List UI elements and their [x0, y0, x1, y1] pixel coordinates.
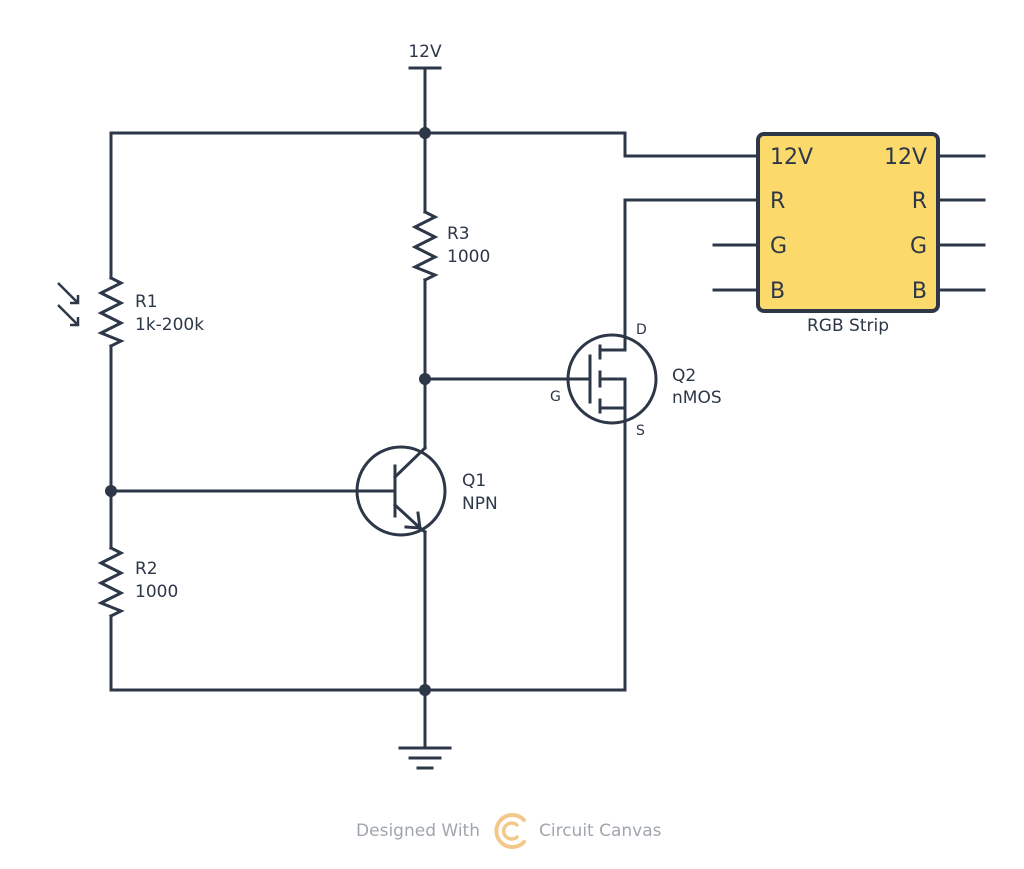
wires: [109, 66, 986, 750]
q2-name: Q2: [672, 366, 696, 386]
r2-name: R2: [135, 559, 158, 579]
supply-12v: 12V: [408, 42, 442, 70]
rgb-right-pin-r: R: [912, 189, 927, 214]
ground-symbol: [398, 746, 452, 770]
rgb-left-pin-12v: 12V: [770, 145, 813, 170]
q2-type: nMOS: [672, 388, 722, 408]
rgb-right-pin-12v: 12V: [884, 145, 927, 170]
junction-base: [105, 485, 117, 497]
r2-value: 1000: [135, 582, 178, 602]
rgb-right-pin-b: B: [912, 279, 927, 304]
q2-pin-s: S: [636, 423, 645, 439]
junction-bottom: [419, 684, 431, 696]
rgb-right-pin-g: G: [910, 234, 927, 259]
resistor-r2: R2 1000: [97, 545, 178, 619]
watermark-prefix: Designed With: [356, 821, 480, 841]
junction-collector: [419, 373, 431, 385]
r1-value: 1k-200k: [135, 315, 204, 335]
supply-label: 12V: [408, 42, 442, 62]
rgb-strip-body: [756, 132, 940, 313]
watermark: Designed With Circuit Canvas: [356, 813, 662, 849]
r3-name: R3: [447, 224, 470, 244]
junction-dots: [105, 127, 431, 696]
q2-pin-d: D: [636, 322, 647, 338]
rgb-strip: 12V R G B 12V R G B RGB Strip: [756, 132, 940, 336]
watermark-brand: Circuit Canvas: [539, 821, 662, 841]
r3-value: 1000: [447, 247, 490, 267]
rgb-left-pin-b: B: [770, 279, 785, 304]
q1-name: Q1: [462, 471, 486, 491]
rgb-left-pin-g: G: [770, 234, 787, 259]
junction-top: [419, 127, 431, 139]
circuit-canvas-logo-icon: [494, 813, 526, 849]
resistor-r1: R1 1k-200k: [57, 275, 204, 349]
transistor-q1: Q1 NPN: [355, 445, 498, 537]
r1-name: R1: [135, 292, 158, 312]
rgb-strip-label: RGB Strip: [807, 316, 889, 336]
mosfet-q2: D G S Q2 nMOS: [550, 322, 722, 439]
light-arrows-icon: [57, 282, 80, 327]
resistor-r3: R3 1000: [411, 209, 490, 283]
q2-pin-g: G: [550, 389, 561, 405]
rgb-left-pin-r: R: [770, 189, 785, 214]
q1-type: NPN: [462, 494, 498, 514]
